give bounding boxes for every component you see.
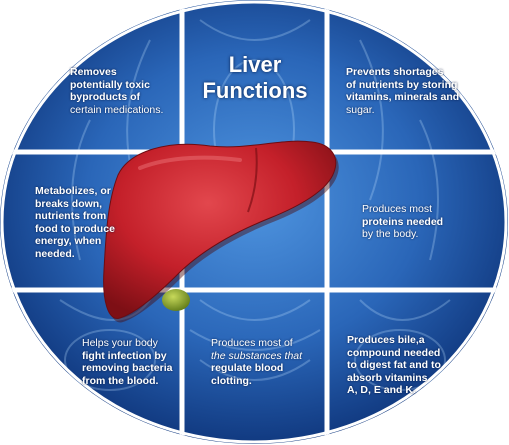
title-line-2: Functions bbox=[202, 78, 308, 103]
panel-line: the substances that bbox=[211, 349, 303, 362]
panel-line: certain medications. bbox=[70, 103, 164, 116]
panel-line: sugar. bbox=[346, 103, 375, 116]
title-line-1: Liver bbox=[228, 52, 282, 77]
panel-line: vitamins, minerals and bbox=[346, 91, 460, 103]
panel-bottom-center: Produces most of the substances that reg… bbox=[211, 337, 321, 387]
panel-line: Prevents shortages bbox=[346, 66, 444, 78]
panel-line: fight infection by bbox=[82, 349, 167, 362]
panel-line: A, D, E and K. bbox=[347, 384, 416, 396]
panel-line: breaks down, bbox=[35, 197, 103, 210]
panel-line: clotting. bbox=[211, 374, 252, 387]
panel-line: Helps your body bbox=[82, 337, 158, 349]
panel-line: Produces bile,a bbox=[347, 334, 425, 346]
panel-top-left: Removes potentially toxic byproducts of … bbox=[70, 66, 180, 116]
panel-line: to digest fat and to bbox=[347, 359, 441, 371]
panel-top-right: Prevents shortages of nutrients by stori… bbox=[346, 66, 476, 116]
panel-line: proteins needed bbox=[362, 215, 444, 228]
liver-illustration bbox=[103, 140, 339, 323]
panel-line: removing bacteria bbox=[82, 362, 173, 374]
panel-line: energy, when bbox=[35, 235, 102, 247]
panel-line: potentially toxic bbox=[70, 78, 150, 91]
panel-line: compound needed bbox=[347, 346, 441, 359]
panel-bottom-left: Helps your body fight infection by remov… bbox=[82, 337, 182, 387]
gallbladder bbox=[162, 289, 190, 311]
panel-line: regulate blood bbox=[211, 362, 284, 374]
panel-line: byproducts of bbox=[70, 91, 140, 103]
diagram-title: Liver Functions bbox=[190, 52, 320, 104]
panel-line: from the blood. bbox=[82, 374, 159, 387]
panel-line: Produces most bbox=[362, 203, 433, 215]
panel-line: nutrients from bbox=[35, 210, 107, 222]
panel-line: Metabolizes, or bbox=[35, 185, 111, 197]
panel-mid-right: Produces most proteins needed by the bod… bbox=[362, 203, 472, 241]
panel-line: by the body. bbox=[362, 228, 419, 240]
panel-line: of nutrients by storing bbox=[346, 78, 458, 91]
panel-bottom-right: Produces bile,a compound needed to diges… bbox=[347, 334, 467, 397]
panel-line: absorb vitamins bbox=[347, 371, 428, 384]
panel-line: Produces most of bbox=[211, 337, 293, 349]
panel-mid-left: Metabolizes, or breaks down, nutrients f… bbox=[35, 185, 135, 260]
panel-line: needed. bbox=[35, 247, 75, 260]
panel-line: food to produce bbox=[35, 222, 115, 235]
panel-line: Removes bbox=[70, 66, 117, 78]
